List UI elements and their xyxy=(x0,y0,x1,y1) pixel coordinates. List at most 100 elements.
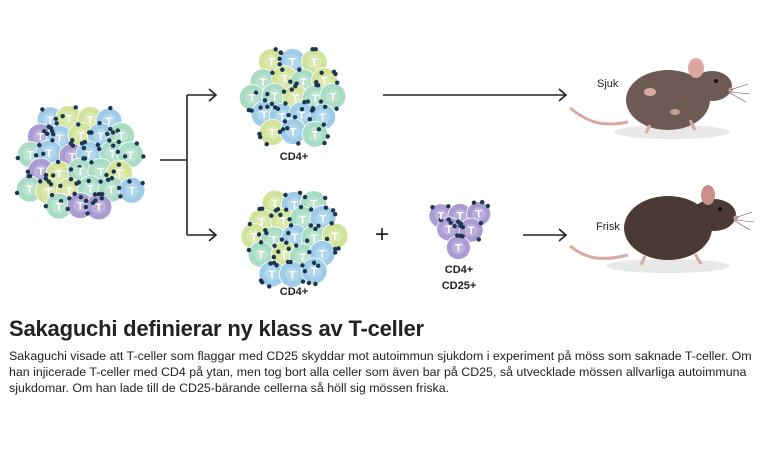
t-cell-letter: T xyxy=(311,233,318,245)
t-cell-letter: T xyxy=(78,130,85,142)
t-cell-letter: T xyxy=(475,209,482,221)
receptor-icon xyxy=(446,204,451,209)
receptor-icon xyxy=(111,169,116,174)
t-cell xyxy=(458,217,484,243)
receptor-icon xyxy=(116,185,122,191)
receptor-icon xyxy=(269,213,274,218)
receptor-icon xyxy=(48,125,54,131)
t-cell-letter: T xyxy=(260,77,267,89)
t-cell xyxy=(445,235,471,260)
t-cell-letter: T xyxy=(457,210,464,222)
receptor-icon xyxy=(283,207,289,212)
receptor-icon xyxy=(262,98,268,103)
receptor-icon xyxy=(68,176,74,182)
receptor-icon xyxy=(330,208,336,213)
t-cell xyxy=(118,176,146,204)
t-cell-letter: T xyxy=(77,166,84,178)
receptor-icon xyxy=(281,89,287,94)
receptor-icon xyxy=(325,134,330,139)
receptor-icon xyxy=(458,221,464,226)
t-cell-letter: T xyxy=(37,132,44,144)
receptor-icon xyxy=(302,269,308,274)
t-cell-letter: T xyxy=(319,213,326,225)
receptor-icon xyxy=(332,211,338,217)
t-cell-letter: T xyxy=(268,57,275,69)
t-cell-letter: T xyxy=(47,115,54,127)
receptor-icon xyxy=(277,129,283,135)
t-cell-letter: T xyxy=(438,211,445,223)
receptor-icon xyxy=(323,104,328,110)
t-cell-letter: T xyxy=(65,114,72,126)
receptor-icon xyxy=(321,122,326,127)
t-cell-letter: T xyxy=(116,168,123,180)
receptor-icon xyxy=(438,217,444,223)
receptor-icon xyxy=(282,119,288,124)
receptor-icon xyxy=(292,115,298,120)
receptor-icon xyxy=(277,62,282,67)
receptor-icon xyxy=(329,221,334,226)
t-cell-letter: T xyxy=(291,232,298,244)
receptor-icon xyxy=(302,194,308,200)
t-cell-letter: T xyxy=(249,93,256,105)
receptor-icon xyxy=(109,175,115,181)
receptor-icon xyxy=(40,107,45,112)
t-cell-letter: T xyxy=(281,74,288,86)
receptor-icon xyxy=(105,177,111,183)
t-cell-letter: T xyxy=(299,214,306,226)
receptor-icon xyxy=(318,99,324,104)
receptor-icon xyxy=(249,108,254,113)
receptor-icon xyxy=(279,237,285,242)
receptor-icon xyxy=(272,105,278,110)
receptor-icon xyxy=(476,237,481,242)
receptor-icon xyxy=(455,233,460,238)
receptor-icon xyxy=(104,172,109,178)
receptor-icon xyxy=(260,280,265,285)
receptor-icon xyxy=(314,82,319,88)
t-cell-letter: T xyxy=(312,129,319,141)
receptor-icon xyxy=(273,208,279,213)
receptor-icon xyxy=(48,182,54,187)
receptor-icon xyxy=(300,263,305,268)
arrow-to-healthy-mouse xyxy=(523,228,568,242)
t-cell-letter: T xyxy=(258,217,265,229)
receptor-icon xyxy=(264,230,269,236)
receptor-icon xyxy=(308,223,314,228)
receptor-icon xyxy=(118,194,123,199)
t-cell-letter: T xyxy=(127,150,134,162)
receptor-icon xyxy=(313,46,318,52)
t-cell xyxy=(261,189,289,217)
receptor-icon xyxy=(43,203,49,209)
receptor-icon xyxy=(89,160,94,165)
t-cell-letter: T xyxy=(332,231,339,243)
receptor-icon xyxy=(302,99,307,105)
receptor-icon xyxy=(316,127,322,132)
t-cell xyxy=(436,216,462,242)
t-cell-letter: T xyxy=(56,169,63,181)
receptor-icon xyxy=(333,71,338,77)
t-cell-letter: T xyxy=(310,199,317,211)
t-cell-letter: T xyxy=(97,131,104,143)
t-cell-letter: T xyxy=(86,149,93,161)
cd4-cell-cluster-bottom xyxy=(240,189,349,288)
receptor-icon xyxy=(108,126,113,132)
receptor-icon xyxy=(270,70,275,75)
receptor-icon xyxy=(108,105,113,111)
t-cell-letter: T xyxy=(272,198,279,210)
receptor-icon xyxy=(313,226,318,232)
receptor-icon xyxy=(107,138,112,143)
receptor-icon xyxy=(247,221,253,227)
receptor-icon xyxy=(283,192,288,198)
t-cell-letter: T xyxy=(46,148,53,160)
t-cell-letter: T xyxy=(258,249,265,261)
t-cell-letter: T xyxy=(26,184,33,196)
receptor-icon xyxy=(257,131,262,137)
receptor-icon xyxy=(50,173,56,178)
receptor-icon xyxy=(336,246,341,251)
receptor-icon xyxy=(280,67,285,72)
cluster-label-top: CD4+ xyxy=(280,151,308,163)
receptor-icon xyxy=(334,106,339,111)
receptor-icon xyxy=(471,200,477,205)
receptor-icon xyxy=(288,79,293,84)
t-cell-letter: T xyxy=(271,91,278,103)
receptor-icon xyxy=(105,131,110,137)
